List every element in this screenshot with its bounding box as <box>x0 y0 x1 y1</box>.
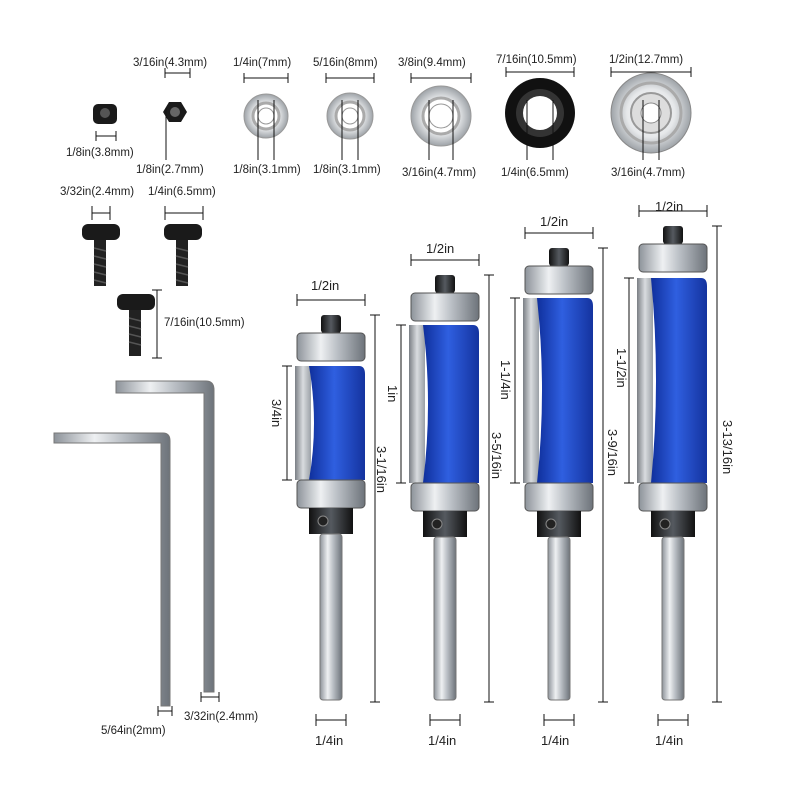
cutter-blade-icon <box>523 298 539 483</box>
bit-1-shank-label: 1/4in <box>315 733 344 748</box>
shank-icon <box>547 536 571 701</box>
router-bit-2-icon <box>409 275 480 701</box>
nut-hex-bottom-label: 1/8in(2.7mm) <box>136 164 204 176</box>
bit-3-overall-length-label: 3-9/16in <box>605 429 620 476</box>
pilot-screw-icon <box>435 275 455 293</box>
set-screw-icon <box>431 518 443 530</box>
screw-c-icon <box>117 289 162 359</box>
bit-2-overall-length-label: 3-5/16in <box>489 432 504 479</box>
router-bit-4-icon <box>637 226 708 701</box>
bearing-5-top-label: 1/2in(12.7mm) <box>609 54 684 66</box>
router-bits-group <box>282 205 722 726</box>
bearing-4-top-label: 7/16in(10.5mm) <box>496 54 577 66</box>
pilot-screw-icon <box>549 248 569 266</box>
bit-2-dimension-lines <box>396 254 494 726</box>
router-bit-1-icon <box>295 315 366 701</box>
collar-icon <box>423 511 467 537</box>
screw-b-icon <box>164 206 204 286</box>
top-bearing-icon <box>410 292 480 322</box>
bearing-1-bottom-label: 1/8in(3.1mm) <box>233 164 301 176</box>
bearing-5-icon <box>610 67 692 160</box>
bearing-1-top-label: 1/4in(7mm) <box>233 57 292 69</box>
shank-icon <box>661 536 685 701</box>
hex-wrench-small-icon <box>53 432 173 716</box>
bit-3-shank-label: 1/4in <box>541 733 570 748</box>
screw-a-icon <box>82 206 120 286</box>
cutter-body-icon <box>423 325 479 483</box>
bearing-4-icon <box>505 67 575 160</box>
screw-b-label: 1/4in(6.5mm) <box>148 186 216 198</box>
bit-1-cut-length-label: 3/4in <box>269 399 284 428</box>
pilot-screw-icon <box>321 315 341 333</box>
bit-3-cut-length-label: 1-1/4in <box>498 360 513 400</box>
hex-wrench-large-icon <box>115 380 220 702</box>
screw-a-label: 3/32in(2.4mm) <box>60 186 135 198</box>
bit-1-overall-length-label: 3-1/16in <box>374 446 389 493</box>
bit-1-dimension-lines <box>282 294 380 726</box>
cutter-blade-icon <box>295 366 311 480</box>
small-nut-icon <box>93 104 117 141</box>
wrench-small-label: 5/64in(2mm) <box>101 725 166 737</box>
bit-4-cut-length-label: 1-1/2in <box>614 348 629 388</box>
bearing-2-top-label: 5/16in(8mm) <box>313 57 378 69</box>
bearing-4-bottom-label: 1/4in(6.5mm) <box>501 167 569 179</box>
bearing-3-icon <box>410 73 472 160</box>
shank-icon <box>433 536 457 701</box>
bearing-5-bottom-label: 3/16in(4.7mm) <box>611 167 686 179</box>
set-screw-icon <box>317 515 329 527</box>
bit-2-shank-label: 1/4in <box>428 733 457 748</box>
cutter-blade-icon <box>637 278 653 483</box>
bearing-1-icon <box>243 73 289 160</box>
shank-icon <box>319 533 343 701</box>
cutter-blade-icon <box>409 325 425 483</box>
bottom-bearing-icon <box>410 482 480 512</box>
cutter-body-icon <box>309 366 365 480</box>
router-bit-3-icon <box>523 248 594 701</box>
wrench-large-label: 3/32in(2.4mm) <box>184 711 259 723</box>
top-bearing-icon <box>524 265 594 295</box>
top-bearing-icon <box>296 332 366 362</box>
collar-icon <box>537 511 581 537</box>
cutter-body-icon <box>651 278 707 483</box>
collar-icon <box>309 508 353 534</box>
bottom-bearing-icon <box>638 482 708 512</box>
bit-3-diameter-label: 1/2in <box>540 214 569 229</box>
bit-4-dimension-lines <box>624 205 722 726</box>
bottom-bearing-icon <box>524 482 594 512</box>
top-bearing-icon <box>638 243 708 273</box>
bearing-2-icon <box>325 73 375 160</box>
bearing-3-top-label: 3/8in(9.4mm) <box>398 57 466 69</box>
bit-4-shank-label: 1/4in <box>655 733 684 748</box>
bit-3-dimension-lines <box>510 227 608 726</box>
nut-hex-top-label: 3/16in(4.3mm) <box>133 57 208 69</box>
bearing-2-bottom-label: 1/8in(3.1mm) <box>313 164 381 176</box>
nut-small-label: 1/8in(3.8mm) <box>66 147 134 159</box>
hex-nut-icon <box>163 68 191 160</box>
bit-4-diameter-label: 1/2in <box>655 199 684 214</box>
bottom-bearing-icon <box>296 479 366 509</box>
bit-2-diameter-label: 1/2in <box>426 241 455 256</box>
pilot-screw-icon <box>663 226 683 244</box>
set-screw-icon <box>659 518 671 530</box>
collar-icon <box>651 511 695 537</box>
bit-1-diameter-label: 1/2in <box>311 278 340 293</box>
screw-c-label: 7/16in(10.5mm) <box>164 317 245 329</box>
bit-2-cut-length-label: 1in <box>385 385 400 403</box>
set-screw-icon <box>545 518 557 530</box>
bit-4-overall-length-label: 3-13/16in <box>720 420 735 475</box>
cutter-body-icon <box>537 298 593 483</box>
bearing-3-bottom-label: 3/16in(4.7mm) <box>402 167 477 179</box>
